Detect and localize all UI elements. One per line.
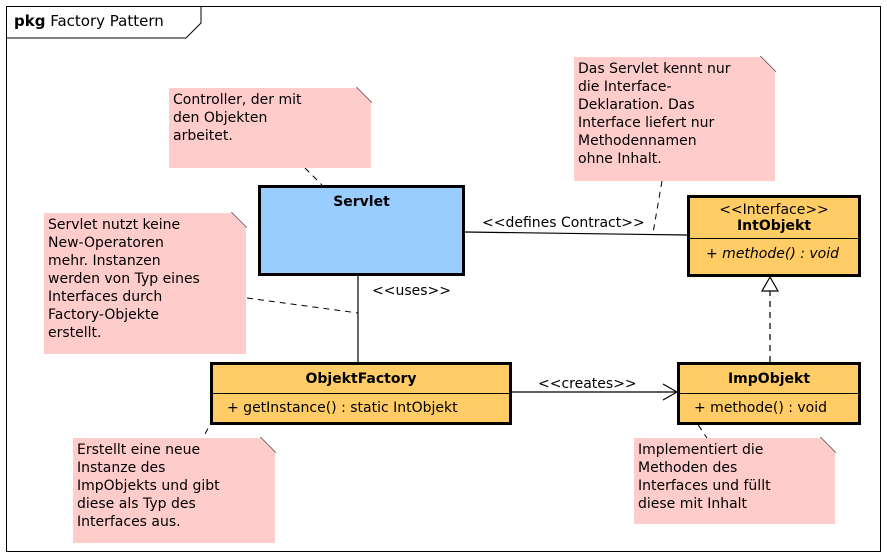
- package-frame: [6, 6, 881, 552]
- note-anchor-servlet-uses: [246, 297, 359, 314]
- note-servlet-uses: Servlet nutzt keine New-Operatoren mehr.…: [44, 213, 246, 354]
- class-servlet[interactable]: Servlet: [258, 185, 465, 276]
- label-creates: <<creates>>: [538, 376, 637, 392]
- note-anchor-servlet-knows: [652, 180, 663, 234]
- class-servlet-name: Servlet: [333, 194, 390, 210]
- class-intobjekt-operation: + methode() : void: [706, 246, 840, 262]
- label-uses: <<uses>>: [372, 283, 451, 299]
- class-intobjekt[interactable]: <<Interface>> IntObjekt + methode() : vo…: [687, 195, 861, 277]
- edge-realization-arrowhead: [760, 275, 780, 292]
- class-intobjekt-name: IntObjekt: [736, 218, 812, 234]
- package-tab-outline: [6, 6, 202, 39]
- package-keyword: pkg: [14, 12, 46, 30]
- note-implements: Implementiert die Methoden des Interface…: [634, 438, 835, 524]
- class-intobjekt-divider: [690, 238, 858, 239]
- class-impobjekt-name: ImpObjekt: [727, 371, 811, 387]
- label-defines-contract: <<defines Contract>>: [482, 215, 645, 231]
- edge-defines-contract: [464, 231, 688, 236]
- package-name: Factory Pattern: [50, 12, 164, 30]
- class-impobjekt-operation: + methode() : void: [694, 400, 828, 416]
- note-controller: Controller, der mit den Objekten arbeite…: [169, 88, 371, 168]
- note-creates-instance: Erstellt eine neue Instanze des ImpObjek…: [73, 438, 275, 543]
- class-intobjekt-stereotype: <<Interface>>: [719, 202, 829, 218]
- class-impobjekt[interactable]: ImpObjekt + methode() : void: [677, 362, 861, 425]
- note-servlet-knows: Das Servlet kennt nur die Interface- Dek…: [574, 57, 775, 181]
- class-impobjekt-divider: [680, 393, 858, 394]
- note-anchor-controller: [304, 167, 323, 186]
- class-objektfactory-name: ObjektFactory: [305, 371, 417, 387]
- class-objektfactory-operation: + getInstance() : static IntObjekt: [227, 400, 458, 416]
- package-label: pkg Factory Pattern: [14, 12, 164, 30]
- class-objektfactory-divider: [213, 393, 509, 394]
- class-objektfactory[interactable]: ObjektFactory + getInstance() : static I…: [210, 362, 512, 425]
